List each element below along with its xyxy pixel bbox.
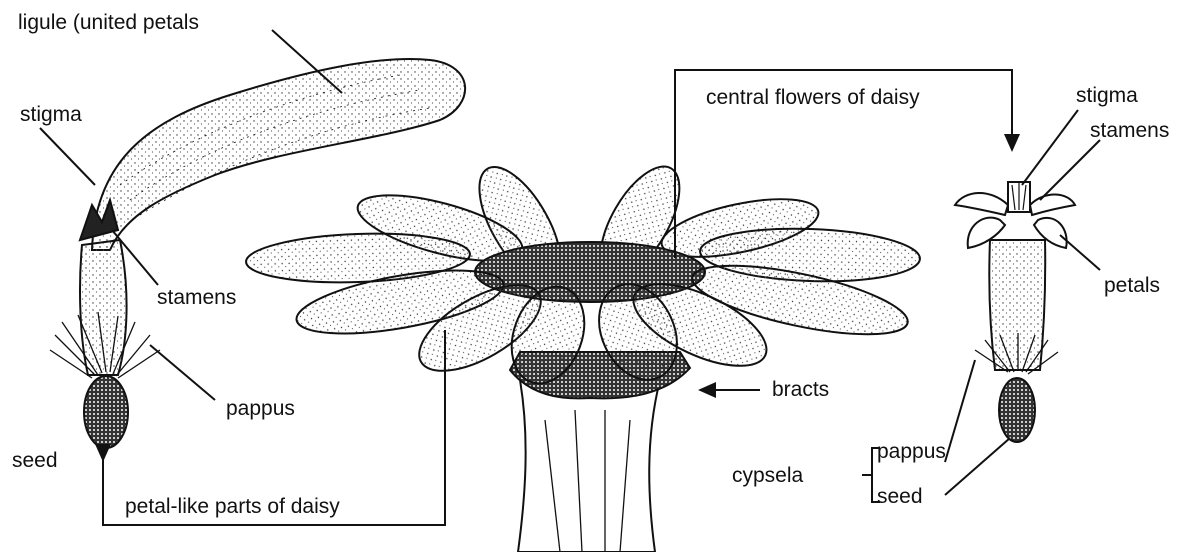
pointer-pappus-right — [945, 360, 975, 462]
pointer-stigma-left — [40, 128, 95, 185]
label-pappus-left: pappus — [226, 398, 295, 419]
disc-floret — [955, 182, 1075, 442]
stem — [518, 380, 660, 552]
label-cypsela: cypsela — [732, 465, 803, 486]
pointer-stigma-right — [1022, 110, 1078, 185]
label-petal-like: petal-like parts of daisy — [125, 496, 340, 517]
label-pappus-right: pappus — [877, 441, 946, 462]
pointer-pappus-left — [150, 345, 215, 400]
label-seed-left: seed — [12, 450, 58, 471]
daisy-head — [245, 154, 921, 552]
pointer-seed-right — [945, 438, 1010, 495]
seed-shape — [84, 376, 128, 448]
label-petals: petals — [1104, 275, 1160, 296]
label-ligule: ligule (united petals — [18, 12, 199, 33]
label-seed-right: seed — [877, 486, 923, 507]
label-stigma-left: stigma — [20, 104, 82, 125]
label-stamens-left: stamens — [157, 287, 236, 308]
label-stamens-right: stamens — [1090, 120, 1169, 141]
right-seed-shape — [999, 378, 1035, 442]
label-bracts: bracts — [772, 379, 829, 400]
label-stigma-right: stigma — [1076, 85, 1138, 106]
label-central-flowers: central flowers of daisy — [706, 87, 920, 108]
disc-floret-tube — [989, 240, 1045, 370]
pointer-petals — [1060, 235, 1100, 270]
